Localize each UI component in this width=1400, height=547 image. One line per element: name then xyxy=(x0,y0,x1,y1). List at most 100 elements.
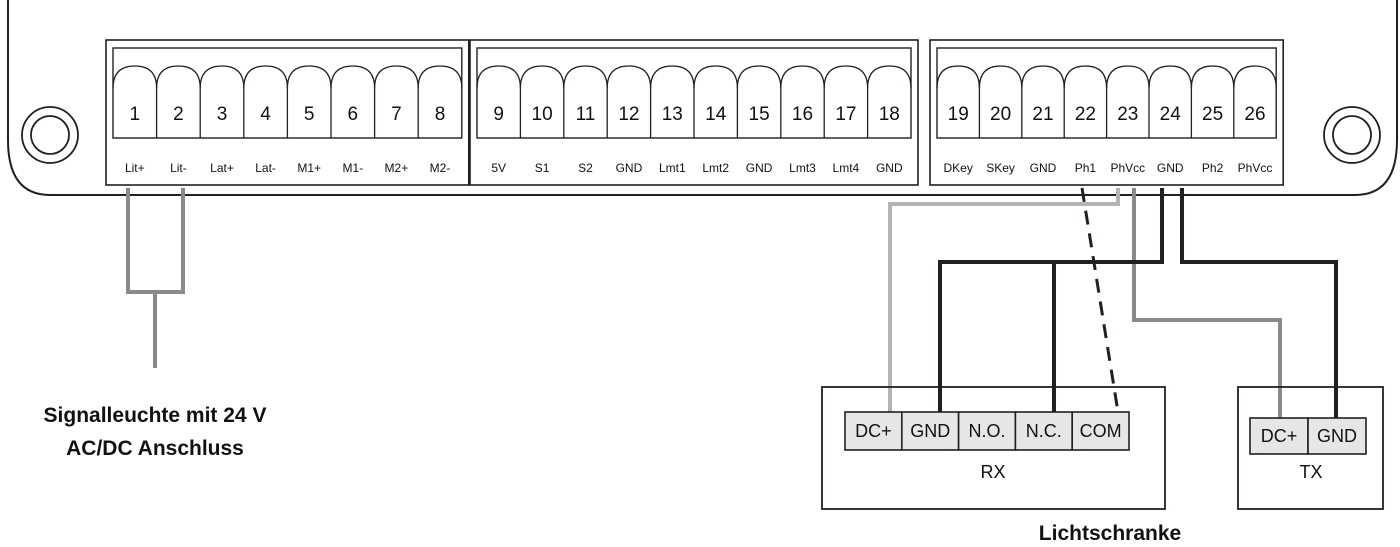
terminal-number: 16 xyxy=(792,104,813,125)
terminal-number: 11 xyxy=(576,104,596,125)
screw-arch xyxy=(563,65,608,89)
screw-arch xyxy=(1148,65,1193,89)
terminal-number: 13 xyxy=(662,104,683,125)
terminal-number: 14 xyxy=(705,104,727,125)
controller-board-outline xyxy=(7,0,1398,196)
screw-arch xyxy=(519,65,565,89)
photocell-caption: Lichtschranke xyxy=(1039,522,1181,545)
terminal-signal-label: PhVcc xyxy=(1110,161,1145,175)
wire-gnd-rx xyxy=(938,188,1164,412)
terminal-signal-label: 5V xyxy=(491,161,506,175)
mounting-hole-right xyxy=(1323,106,1381,164)
terminal-number: 23 xyxy=(1117,104,1138,125)
screw-arch xyxy=(936,65,981,89)
wire-dc-plus-tx xyxy=(1132,188,1282,418)
screw-arch xyxy=(693,65,739,89)
signal-lamp-wires xyxy=(126,188,185,368)
terminal-number: 21 xyxy=(1032,104,1053,125)
wire-gnd-tx xyxy=(1180,188,1338,418)
screw-arch xyxy=(736,65,782,89)
terminal-signal-label: M2- xyxy=(430,161,451,175)
terminal-number: 3 xyxy=(217,104,228,125)
device-terminal-label: GND xyxy=(910,421,950,441)
terminal-number: 22 xyxy=(1075,104,1096,125)
terminal-signal-label: Ph2 xyxy=(1202,161,1224,175)
terminal-blocks: 1Lit+2Lit-3Lat+4Lat-5M1+6M1-7M2+8M2-95V1… xyxy=(105,39,1285,186)
tx-unit: DC+ GND TX xyxy=(1237,386,1384,510)
terminal-signal-label: SKey xyxy=(986,161,1015,175)
terminal-signal-label: GND xyxy=(746,161,773,175)
screw-arch xyxy=(155,65,201,89)
device-terminal xyxy=(1307,417,1367,455)
device-terminal xyxy=(1249,417,1309,455)
screw-arch xyxy=(199,65,245,89)
rx-terminal-strip: DC+ GND N.O. N.C. COM xyxy=(844,411,1130,451)
terminal-signal-label: PhVcc xyxy=(1238,161,1273,175)
terminal-number: 4 xyxy=(260,104,271,125)
terminal-signal-label: Lit- xyxy=(170,161,187,175)
terminal-signal-label: S2 xyxy=(578,161,593,175)
terminal-number: 7 xyxy=(391,104,402,125)
terminal-signal-label: GND xyxy=(1030,161,1057,175)
rx-label: RX xyxy=(980,462,1005,482)
screw-arch xyxy=(373,65,419,89)
device-terminal-label: COM xyxy=(1080,421,1122,441)
terminal-signal-label: Ph1 xyxy=(1075,161,1097,175)
device-terminal xyxy=(957,411,1017,451)
terminal-number: 1 xyxy=(130,104,141,125)
terminal-signal-label: Lmt4 xyxy=(833,161,860,175)
screw-arch xyxy=(1190,65,1235,89)
terminal-number: 8 xyxy=(435,104,446,125)
terminal-signal-label: DKey xyxy=(944,161,973,175)
terminal-signal-label: M1+ xyxy=(297,161,321,175)
device-terminal-label: DC+ xyxy=(1261,426,1298,446)
screw-arch xyxy=(823,65,869,89)
screw-arch xyxy=(476,65,522,89)
device-terminal-label: N.O. xyxy=(968,421,1005,441)
screw-arch xyxy=(417,65,463,89)
terminal-signal-label: M1- xyxy=(342,161,363,175)
terminal-signal-label: M2+ xyxy=(385,161,409,175)
terminal-signal-label: Lmt1 xyxy=(659,161,686,175)
terminal-number: 5 xyxy=(304,104,315,125)
terminal-number: 17 xyxy=(835,104,856,125)
device-terminal-label: DC+ xyxy=(855,421,892,441)
screw-arch xyxy=(606,65,652,89)
terminal-number: 18 xyxy=(879,104,900,125)
terminal-number: 10 xyxy=(532,104,553,125)
terminal-number: 12 xyxy=(618,104,639,125)
screw-arch xyxy=(1063,65,1108,89)
screw-arch xyxy=(649,65,695,89)
device-terminal-label: N.C. xyxy=(1026,421,1062,441)
terminal-block-2: 95V10S111S212GND13Lmt114Lmt215GND16Lmt31… xyxy=(469,39,919,186)
wire-com-rx xyxy=(1080,187,1120,413)
terminal-number: 15 xyxy=(749,104,770,125)
device-terminal xyxy=(1071,411,1130,451)
device-terminal xyxy=(844,411,903,451)
terminal-number: 19 xyxy=(948,104,969,125)
terminal-signal-label: GND xyxy=(1157,161,1184,175)
screw-arch xyxy=(112,65,158,89)
terminal-number: 20 xyxy=(990,104,1011,125)
terminal-number: 26 xyxy=(1244,104,1265,125)
screw-arch xyxy=(286,65,332,89)
terminal-signal-label: GND xyxy=(616,161,643,175)
device-terminal-label: GND xyxy=(1317,426,1357,446)
terminal-number: 6 xyxy=(348,104,359,125)
screw-arch xyxy=(330,65,376,89)
screw-arch xyxy=(1233,65,1277,89)
screw-arch xyxy=(1021,65,1065,89)
terminal-signal-label: Lmt3 xyxy=(789,161,816,175)
terminal-signal-label: Lit+ xyxy=(125,161,145,175)
screw-arch xyxy=(1105,65,1150,89)
signal-lamp-caption-line-1: Signalleuchte mit 24 V xyxy=(44,404,267,427)
terminal-number: 9 xyxy=(493,104,504,125)
tx-label: TX xyxy=(1299,462,1322,482)
terminal-signal-label: S1 xyxy=(535,161,550,175)
terminal-number: 2 xyxy=(173,104,184,125)
terminal-number: 25 xyxy=(1202,104,1223,125)
screw-arch xyxy=(978,65,1023,89)
screw-arch xyxy=(866,65,912,89)
